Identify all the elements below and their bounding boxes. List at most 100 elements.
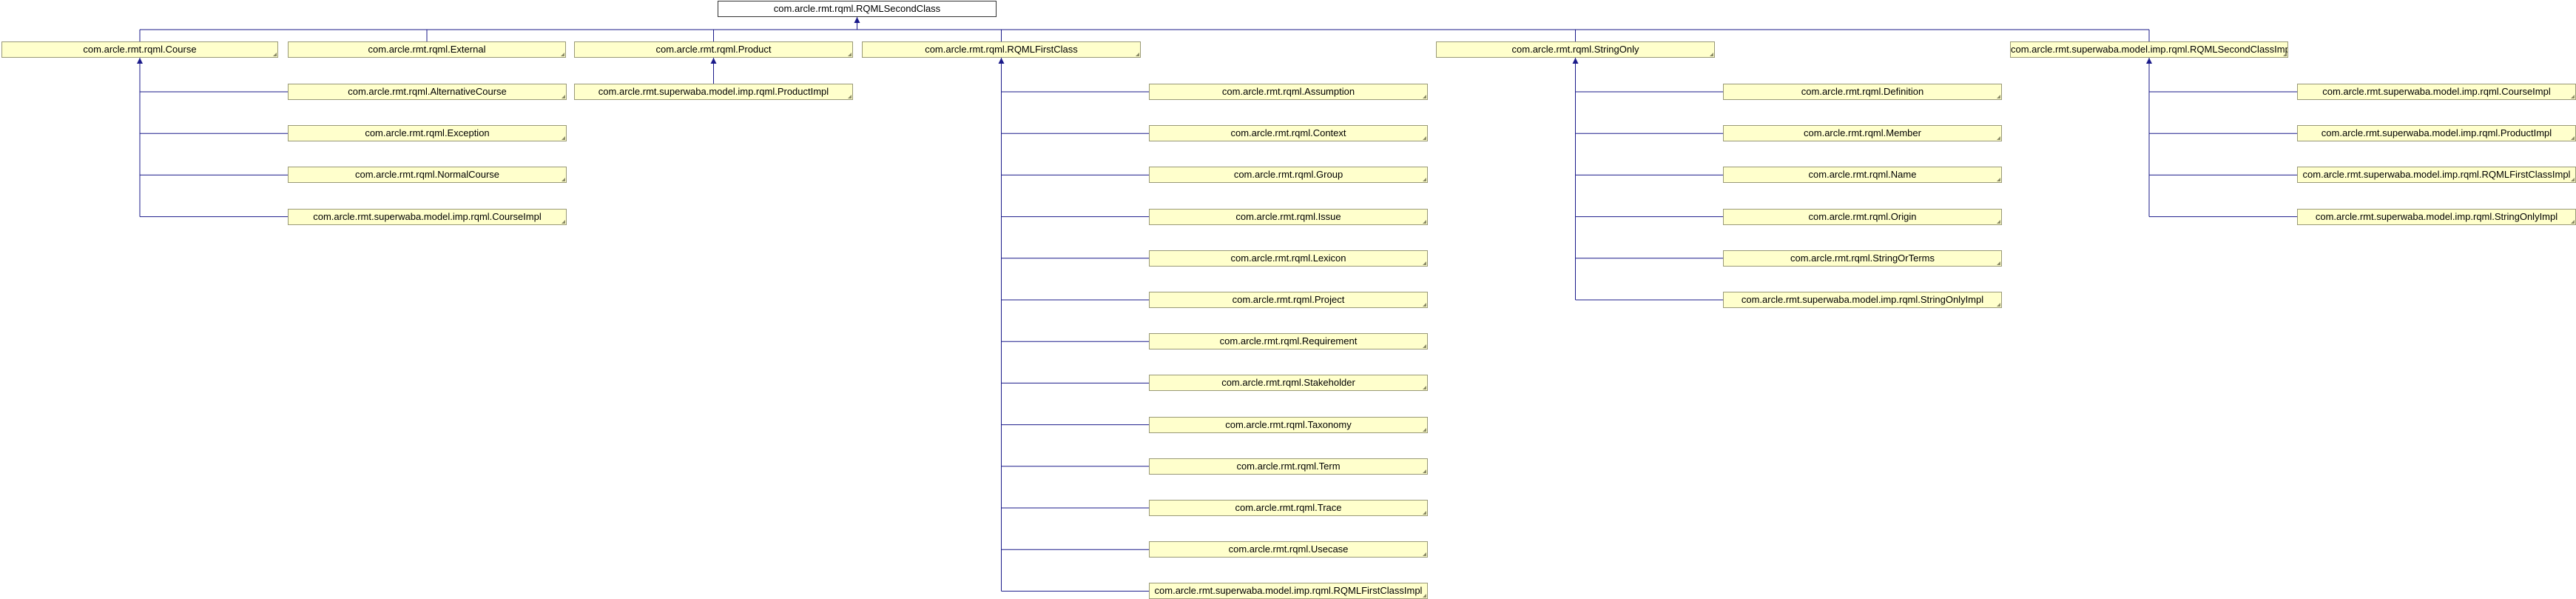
fold-corner-icon (1423, 552, 1426, 557)
class-node-rqmlsecond-class-impl[interactable]: com.arcle.rmt.superwaba.model.imp.rqml.R… (2010, 41, 2288, 58)
class-node-rqmlfirst-class-impl[interactable]: com.arcle.rmt.superwaba.model.imp.rqml.R… (1149, 583, 1428, 599)
class-node-course-impl[interactable]: com.arcle.rmt.superwaba.model.imp.rqml.C… (288, 208, 567, 225)
fold-corner-icon (1423, 469, 1426, 473)
class-label: com.arcle.rmt.rqml.StringOnly (1511, 44, 1639, 55)
class-node-lexicon[interactable]: com.arcle.rmt.rqml.Lexicon (1149, 250, 1428, 267)
class-label: com.arcle.rmt.superwaba.model.imp.rqml.S… (1741, 294, 1984, 305)
fold-corner-icon (1423, 386, 1426, 390)
class-node-usecase[interactable]: com.arcle.rmt.rqml.Usecase (1149, 541, 1428, 558)
class-label: com.arcle.rmt.rqml.Lexicon (1230, 252, 1346, 264)
class-label: com.arcle.rmt.rqml.Term (1236, 460, 1341, 472)
class-label: com.arcle.rmt.rqml.Course (83, 44, 197, 55)
class-node-alternative-course[interactable]: com.arcle.rmt.rqml.AlternativeCourse (288, 84, 567, 100)
class-label: com.arcle.rmt.rqml.Exception (365, 127, 490, 139)
fold-corner-icon (1423, 261, 1426, 265)
class-label: com.arcle.rmt.superwaba.model.imp.rqml.R… (2302, 169, 2571, 181)
class-node-rqmlfirst-class[interactable]: com.arcle.rmt.rqml.RQMLFirstClass (862, 41, 1141, 58)
class-label: com.arcle.rmt.rqml.Stakeholder (1221, 377, 1355, 389)
arrow-head-icon (710, 58, 717, 64)
fold-corner-icon (562, 95, 565, 98)
fold-corner-icon (848, 95, 852, 98)
class-node-string-only-impl[interactable]: com.arcle.rmt.superwaba.model.imp.rqml.S… (1723, 292, 2002, 308)
fold-corner-icon (1710, 53, 1713, 56)
fold-corner-icon (1997, 136, 2000, 141)
class-node-issue[interactable]: com.arcle.rmt.rqml.Issue (1149, 208, 1428, 225)
class-label: com.arcle.rmt.rqml.Name (1808, 169, 1917, 181)
class-label: com.arcle.rmt.superwaba.model.imp.rqml.C… (2322, 86, 2551, 97)
class-node-context[interactable]: com.arcle.rmt.rqml.Context (1149, 125, 1428, 142)
fold-corner-icon (561, 53, 564, 56)
class-label: com.arcle.rmt.rqml.Issue (1235, 210, 1341, 222)
fold-corner-icon (1423, 136, 1426, 141)
class-label: com.arcle.rmt.rqml.Assumption (1221, 86, 1355, 97)
class-label: com.arcle.rmt.rqml.Member (1804, 127, 1921, 139)
arrow-head-icon (854, 17, 860, 23)
class-label: com.arcle.rmt.rqml.Origin (1808, 210, 1917, 222)
class-label: com.arcle.rmt.rqml.Product (655, 44, 772, 55)
class-label: com.arcle.rmt.superwaba.model.imp.rqml.P… (2321, 127, 2552, 139)
class-node-requirement[interactable]: com.arcle.rmt.rqml.Requirement (1149, 333, 1428, 350)
class-label: com.arcle.rmt.superwaba.model.imp.rqml.C… (313, 210, 542, 222)
fold-corner-icon (1423, 219, 1426, 224)
root-class-label: com.arcle.rmt.rqml.RQMLSecondClass (773, 3, 941, 14)
fold-corner-icon (848, 53, 852, 56)
class-node-group[interactable]: com.arcle.rmt.rqml.Group (1149, 167, 1428, 184)
class-label: com.arcle.rmt.superwaba.model.imp.rqml.R… (2011, 44, 2288, 55)
class-label: com.arcle.rmt.superwaba.model.imp.rqml.R… (1154, 585, 1423, 597)
fold-corner-icon (2571, 95, 2575, 98)
fold-corner-icon (562, 219, 565, 224)
fold-corner-icon (1997, 178, 2000, 182)
class-node-origin[interactable]: com.arcle.rmt.rqml.Origin (1723, 208, 2002, 225)
class-node-external[interactable]: com.arcle.rmt.rqml.External (288, 41, 566, 58)
arrow-head-icon (998, 58, 1005, 64)
fold-corner-icon (1423, 95, 1426, 98)
class-label: com.arcle.rmt.rqml.Taxonomy (1225, 418, 1352, 430)
fold-corner-icon (2571, 136, 2575, 141)
class-node-term[interactable]: com.arcle.rmt.rqml.Term (1149, 458, 1428, 475)
fold-corner-icon (1423, 427, 1426, 432)
class-node-member[interactable]: com.arcle.rmt.rqml.Member (1723, 125, 2002, 142)
class-node-definition[interactable]: com.arcle.rmt.rqml.Definition (1723, 84, 2002, 100)
class-node-project[interactable]: com.arcle.rmt.rqml.Project (1149, 292, 1428, 308)
class-label: com.arcle.rmt.rqml.NormalCourse (354, 169, 500, 181)
class-node-taxonomy[interactable]: com.arcle.rmt.rqml.Taxonomy (1149, 416, 1428, 433)
fold-corner-icon (1423, 594, 1426, 598)
fold-corner-icon (1997, 261, 2000, 265)
fold-corner-icon (1997, 219, 2000, 224)
class-node-course[interactable]: com.arcle.rmt.rqml.Course (1, 41, 278, 58)
class-label: com.arcle.rmt.rqml.Trace (1235, 502, 1342, 513)
class-node-product[interactable]: com.arcle.rmt.rqml.Product (574, 41, 853, 58)
class-node-assumption[interactable]: com.arcle.rmt.rqml.Assumption (1149, 84, 1428, 100)
class-label: com.arcle.rmt.rqml.AlternativeCourse (348, 86, 507, 97)
class-node-course-impl[interactable]: com.arcle.rmt.superwaba.model.imp.rqml.C… (2297, 84, 2576, 100)
fold-corner-icon (2571, 178, 2575, 182)
class-label: com.arcle.rmt.rqml.Group (1233, 169, 1343, 181)
class-node-stakeholder[interactable]: com.arcle.rmt.rqml.Stakeholder (1149, 375, 1428, 392)
class-node-name[interactable]: com.arcle.rmt.rqml.Name (1723, 167, 2002, 184)
class-label: com.arcle.rmt.rqml.StringOrTerms (1790, 252, 1935, 264)
class-node-string-only[interactable]: com.arcle.rmt.rqml.StringOnly (1436, 41, 1715, 58)
class-label: com.arcle.rmt.superwaba.model.imp.rqml.P… (598, 86, 829, 97)
class-node-exception[interactable]: com.arcle.rmt.rqml.Exception (288, 125, 567, 142)
fold-corner-icon (2571, 219, 2575, 224)
fold-corner-icon (1423, 511, 1426, 515)
class-node-product-impl[interactable]: com.arcle.rmt.superwaba.model.imp.rqml.P… (2297, 125, 2576, 142)
class-label: com.arcle.rmt.rqml.RQMLFirstClass (925, 44, 1078, 55)
fold-corner-icon (562, 136, 565, 141)
fold-corner-icon (1997, 303, 2000, 307)
class-label: com.arcle.rmt.rqml.Definition (1801, 86, 1924, 97)
class-label: com.arcle.rmt.rqml.Project (1232, 294, 1345, 305)
class-node-normal-course[interactable]: com.arcle.rmt.rqml.NormalCourse (288, 167, 567, 184)
class-label: com.arcle.rmt.superwaba.model.imp.rqml.S… (2315, 210, 2558, 222)
class-node-rqmlfirst-class-impl[interactable]: com.arcle.rmt.superwaba.model.imp.rqml.R… (2297, 167, 2576, 184)
class-node-string-only-impl[interactable]: com.arcle.rmt.superwaba.model.imp.rqml.S… (2297, 208, 2576, 225)
fold-corner-icon (2283, 53, 2287, 56)
class-label: com.arcle.rmt.rqml.Requirement (1219, 335, 1358, 347)
root-class-node[interactable]: com.arcle.rmt.rqml.RQMLSecondClass (718, 1, 997, 17)
class-node-trace[interactable]: com.arcle.rmt.rqml.Trace (1149, 500, 1428, 516)
fold-corner-icon (1136, 53, 1139, 56)
class-node-product-impl[interactable]: com.arcle.rmt.superwaba.model.imp.rqml.P… (574, 84, 853, 100)
fold-corner-icon (1423, 344, 1426, 349)
class-node-string-or-terms[interactable]: com.arcle.rmt.rqml.StringOrTerms (1723, 250, 2002, 267)
